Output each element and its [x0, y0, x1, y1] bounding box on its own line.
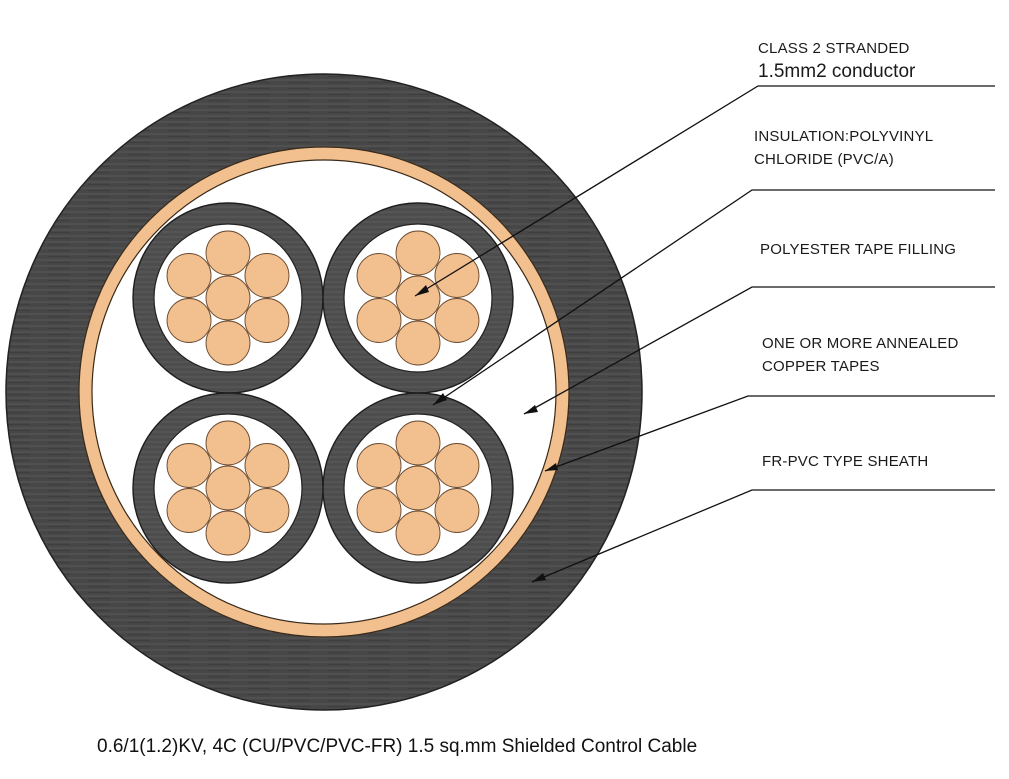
copper-strand: [205, 465, 251, 511]
copper-strand: [205, 230, 251, 276]
copper-strand: [434, 253, 480, 298]
copper-strand: [395, 230, 441, 276]
diagram-caption: 0.6/1(1.2)KV, 4C (CU/PVC/PVC-FR) 1.5 sq.…: [97, 736, 698, 757]
leader-lines: [414, 85, 995, 583]
leader-tapes: [544, 395, 995, 472]
copper-strand: [166, 253, 212, 298]
copper-strand: [205, 510, 251, 556]
copper-strand: [434, 488, 480, 533]
copper-strand: [205, 275, 251, 321]
copper-strand: [166, 443, 212, 488]
leader-sheath: [531, 489, 995, 583]
label-insulation-line2: CHLORIDE (PVC/A): [754, 151, 894, 168]
copper-strand: [395, 420, 441, 466]
copper-strand: [395, 320, 441, 366]
arrowhead-conductor: [415, 285, 429, 296]
leader-arrowheads: [415, 285, 558, 582]
copper-strand: [166, 298, 212, 343]
label-insulation-line1: INSULATION:POLYVINYL: [754, 128, 934, 145]
copper-strand: [434, 298, 480, 343]
copper-strand: [205, 320, 251, 366]
label-filling: POLYESTER TAPE FILLING: [760, 241, 957, 258]
label-conductor-line2: 1.5mm2 conductor: [758, 61, 916, 82]
copper-strand: [244, 488, 290, 533]
copper-strand: [244, 298, 290, 343]
copper-strand: [356, 298, 402, 343]
copper-strand: [244, 253, 290, 298]
label-sheath: FR-PVC TYPE SHEATH: [762, 453, 929, 470]
arrowhead-tapes: [545, 463, 558, 471]
copper-strand: [395, 510, 441, 556]
copper-strand: [434, 443, 480, 488]
label-tapes-line2: COPPER TAPES: [762, 358, 880, 375]
leader-conductor: [414, 85, 995, 297]
leader-insulation: [432, 189, 995, 406]
copper-strand: [395, 275, 441, 321]
copper-strand: [356, 443, 402, 488]
label-tapes-line1: ONE OR MORE ANNEALED: [762, 335, 959, 352]
arrowhead-filling: [524, 405, 538, 414]
copper-strand: [244, 443, 290, 488]
cores-group: [132, 202, 514, 584]
label-conductor-line1: CLASS 2 STRANDED: [758, 40, 910, 57]
arrowhead-insulation: [433, 393, 447, 405]
copper-strand: [205, 420, 251, 466]
copper-strand: [356, 488, 402, 533]
copper-strand: [395, 465, 441, 511]
copper-strand: [166, 488, 212, 533]
arrowhead-sheath: [532, 573, 546, 582]
leader-filling: [523, 286, 995, 415]
copper-strand: [356, 253, 402, 298]
